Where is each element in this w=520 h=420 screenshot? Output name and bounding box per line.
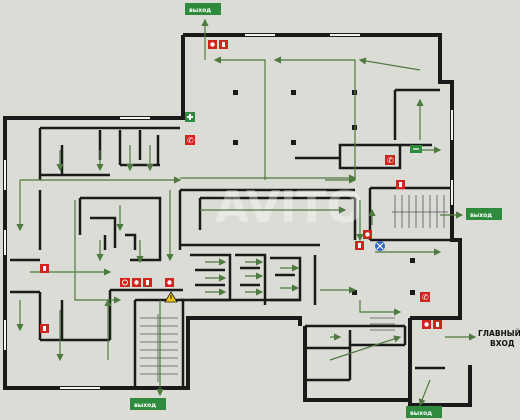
svg-text:ГЛАВНЫЙ: ГЛАВНЫЙ xyxy=(478,329,520,338)
exit-sign-right: выход xyxy=(466,208,502,220)
svg-text:выход: выход xyxy=(189,7,211,14)
windows xyxy=(4,34,453,389)
fire-alarm-icon xyxy=(40,324,49,333)
svg-text:✆: ✆ xyxy=(422,293,429,302)
stairs-right xyxy=(392,195,448,228)
watermark: AVITO xyxy=(215,182,364,233)
fire-alarm-icon xyxy=(40,264,49,273)
stairs-entrance xyxy=(370,311,395,331)
exit-sign-top: выход xyxy=(185,3,221,15)
interior-walls xyxy=(10,88,455,388)
svg-text:выход: выход xyxy=(410,410,432,417)
evacuation-routes xyxy=(16,18,477,407)
main-entrance: ГЛАВНЫЙ ВХОД xyxy=(478,329,520,348)
fire-extinguisher-icon xyxy=(422,320,431,329)
exit-sign-bottom-right: выход xyxy=(406,406,442,418)
fire-hose-icon xyxy=(120,278,130,287)
svg-text:✆: ✆ xyxy=(387,156,394,165)
exit-man-icon xyxy=(410,145,422,153)
warning-icon xyxy=(164,291,178,303)
fire-alarm-icon xyxy=(396,180,405,189)
svg-text:выход: выход xyxy=(470,212,492,219)
fire-extinguisher-icon xyxy=(208,40,217,49)
exit-sign-bottom-left: выход xyxy=(130,398,166,410)
fire-extinguisher-icon xyxy=(165,278,174,287)
phone-icon: ✆ xyxy=(385,155,395,165)
fire-extinguisher-icon xyxy=(132,278,141,287)
fire-alarm-icon xyxy=(219,40,228,49)
phone-icon: ✆ xyxy=(420,292,430,302)
svg-text:выход: выход xyxy=(134,402,156,409)
fire-alarm-icon xyxy=(143,278,152,287)
phone-icon: ✆ xyxy=(185,135,195,145)
fire-extinguisher-icon xyxy=(363,230,372,239)
first-aid-icon xyxy=(185,112,195,122)
stairs-left xyxy=(140,314,178,382)
fire-alarm-icon xyxy=(355,241,364,250)
fire-alarm-icon xyxy=(433,320,442,329)
svg-text:✆: ✆ xyxy=(187,136,194,145)
svg-text:ВХОД: ВХОД xyxy=(490,339,515,348)
you-are-here-icon xyxy=(375,241,385,251)
